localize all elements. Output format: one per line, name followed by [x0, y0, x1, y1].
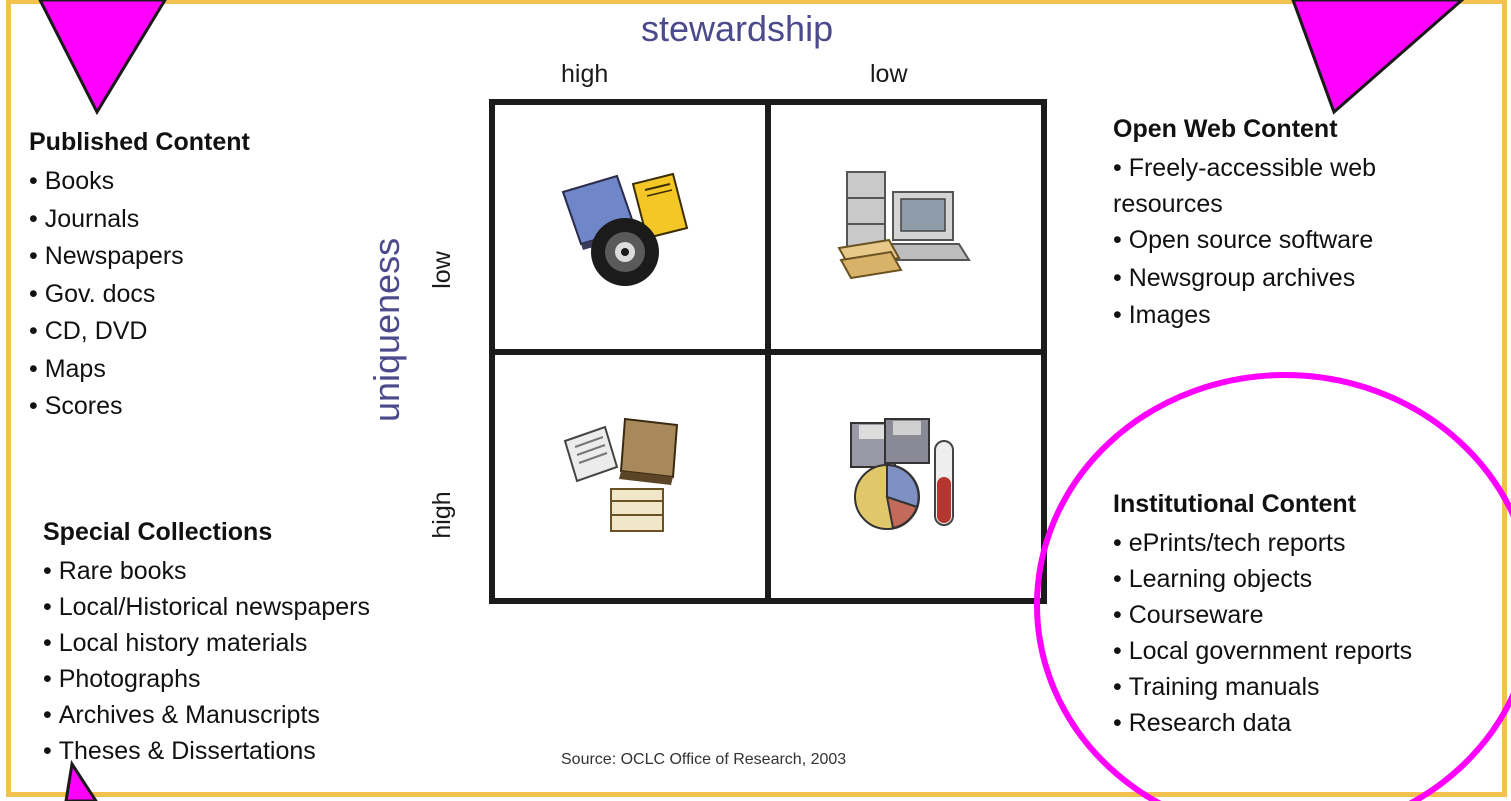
special-item: Photographs [43, 661, 370, 697]
books-and-disc-icon [561, 172, 689, 286]
published-item: Gov. docs [29, 276, 250, 314]
uniqueness-low-label: low [428, 251, 456, 289]
published-item: CD, DVD [29, 313, 250, 351]
special-item: Rare books [43, 553, 370, 589]
open-web-item: Freely-accessible web resources [1113, 150, 1443, 222]
open-web-item: Images [1113, 297, 1483, 335]
special-collections-group: Special Collections Rare books Local/His… [43, 518, 370, 769]
quadrant-high-stewardship-low-uniqueness [495, 105, 768, 352]
published-item: Maps [29, 351, 250, 389]
uniqueness-high-label: high [428, 491, 456, 539]
published-content-group: Published Content Books Journals Newspap… [29, 128, 250, 426]
source-citation: Source: OCLC Office of Research, 2003 [561, 751, 847, 768]
open-web-item: Open source software [1113, 222, 1483, 260]
published-item: Scores [29, 388, 250, 426]
open-web-item: Newsgroup archives [1113, 260, 1483, 298]
institutional-item: Learning objects [1113, 561, 1412, 597]
institutional-content-group: Institutional Content ePrints/tech repor… [1113, 490, 1412, 741]
published-item: Journals [29, 201, 250, 239]
special-item: Archives & Manuscripts [43, 697, 370, 733]
institutional-item: Courseware [1113, 597, 1412, 633]
special-item: Local history materials [43, 625, 370, 661]
stewardship-axis-title: stewardship [641, 8, 834, 49]
research-data-icon [850, 418, 954, 531]
open-web-content-group: Open Web Content Freely-accessible web r… [1113, 115, 1483, 335]
special-collections-title: Special Collections [43, 518, 273, 546]
special-item: Theses & Dissertations [43, 733, 370, 769]
stewardship-low-label: low [870, 60, 908, 88]
quadrant-low-stewardship-high-uniqueness [768, 351, 1041, 598]
institutional-content-title: Institutional Content [1113, 490, 1357, 518]
quadrant-grid [489, 99, 1047, 604]
quadrant-high-stewardship-high-uniqueness [495, 351, 768, 598]
computer-and-files-icon [837, 170, 971, 279]
stewardship-high-label: high [561, 60, 609, 88]
institutional-item: Training manuals [1113, 669, 1412, 705]
institutional-item: ePrints/tech reports [1113, 525, 1412, 561]
quadrant-low-stewardship-low-uniqueness [768, 105, 1041, 352]
published-content-title: Published Content [29, 128, 250, 156]
institutional-item: Research data [1113, 705, 1412, 741]
special-item: Local/Historical newspapers [43, 589, 370, 625]
published-item: Books [29, 163, 250, 201]
archive-materials-icon [563, 418, 679, 533]
institutional-item: Local government reports [1113, 633, 1412, 669]
uniqueness-axis-title: uniqueness [366, 237, 407, 422]
open-web-content-title: Open Web Content [1113, 115, 1338, 143]
published-item: Newspapers [29, 238, 250, 276]
